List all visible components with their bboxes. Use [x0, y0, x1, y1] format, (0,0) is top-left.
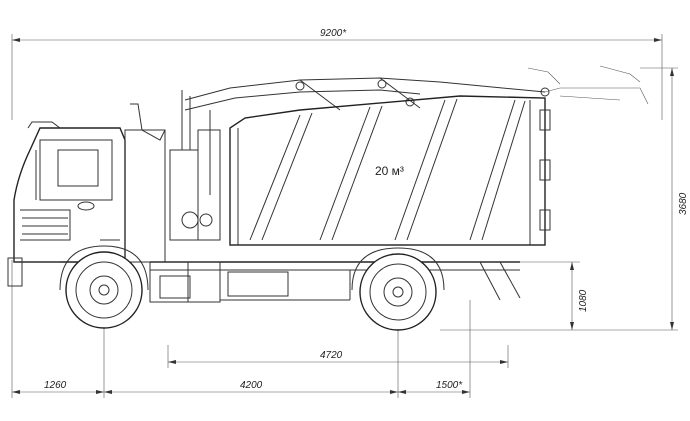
overall-length-label: 9200*	[320, 28, 347, 39]
rear-wheel	[351, 247, 445, 331]
front-overhang-label: 1260	[44, 380, 67, 391]
truck-cab	[7, 121, 150, 287]
crane-boom	[184, 65, 649, 111]
overall-length-dimension: 9200*	[11, 28, 663, 120]
container-body: 20 м³	[229, 95, 551, 246]
chassis-frame	[149, 261, 521, 303]
body-length-dimension: 4720	[167, 345, 509, 368]
rear-overhang-label: 1500*	[436, 380, 463, 391]
frame-height-dimension: 1080	[510, 261, 589, 330]
front-wheel	[59, 245, 149, 329]
frame-height-label: 1080	[578, 289, 589, 312]
total-height-label: 3680	[678, 192, 689, 215]
under-frame-details	[159, 262, 289, 302]
total-height-dimension: 3680	[440, 67, 689, 331]
cab-window	[57, 149, 99, 187]
container-volume-label: 20 м³	[375, 164, 404, 178]
crane-column	[124, 90, 221, 263]
body-length-label: 4720	[320, 350, 343, 361]
wheelbase-label: 4200	[240, 380, 263, 391]
